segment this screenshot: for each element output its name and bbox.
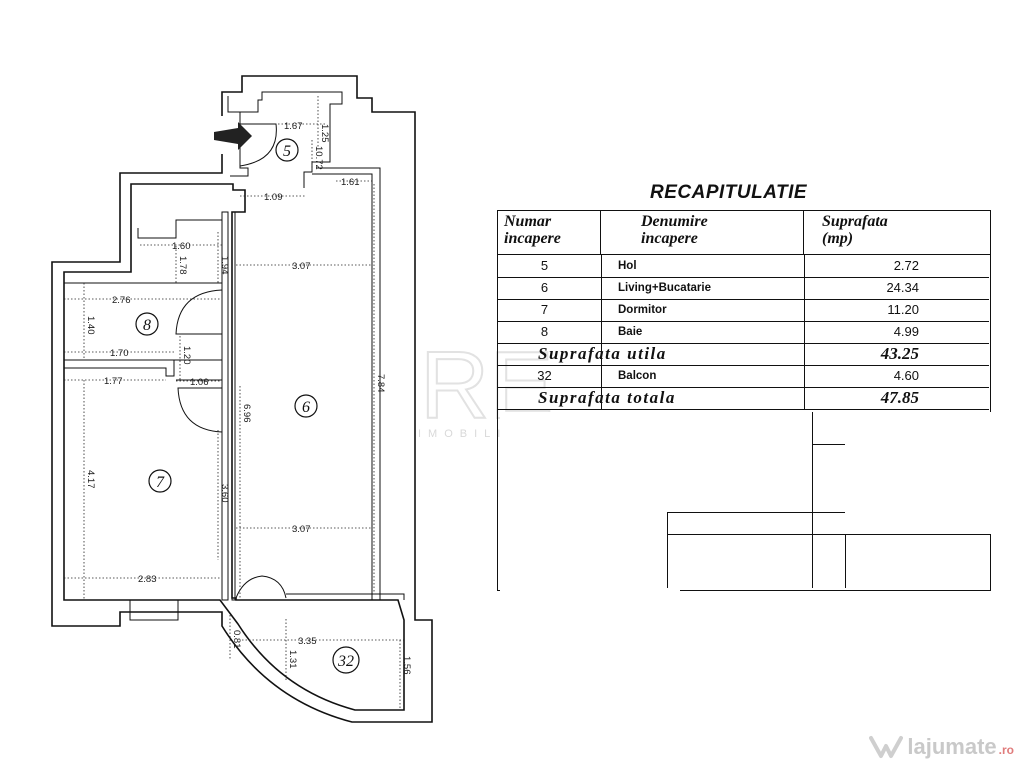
- room-label-6: 6: [294, 394, 318, 418]
- dimension-labels: 1.67 1.25 10.72 1.61 1.09 1.60 1.78 1.94…: [85, 121, 412, 675]
- room-label-7: 7: [148, 469, 172, 493]
- site-tld: .ro: [998, 743, 1014, 757]
- recap-table: Numar incapere Denumire incapere Suprafa…: [497, 210, 991, 591]
- table-divider: [498, 409, 989, 410]
- site-watermark: lajumate.ro: [869, 734, 1014, 760]
- table-divider: [667, 512, 812, 513]
- redaction-box: [524, 640, 980, 740]
- dimension-lines: [64, 96, 404, 710]
- lajumate-logo-icon: [869, 736, 904, 758]
- table-divider: [812, 512, 845, 513]
- dim-7-84: 7.84: [375, 374, 386, 393]
- svg-text:8: 8: [143, 317, 151, 334]
- dim-1-94: 1.94: [219, 256, 230, 275]
- redaction-box: [500, 412, 812, 588]
- redaction-box: [500, 586, 680, 594]
- table-divider: [812, 412, 813, 588]
- dim-2-83: 2.83: [138, 574, 157, 585]
- dim-1-56: 1.56: [401, 656, 412, 675]
- col-separator: [804, 255, 805, 409]
- dim-1-25: 1.25: [319, 124, 330, 143]
- interior-walls: [64, 211, 405, 621]
- redaction-box: [845, 412, 991, 534]
- dim-1-70: 1.70: [110, 348, 129, 359]
- table-divider: [667, 512, 668, 588]
- dim-1-09: 1.09: [264, 192, 283, 203]
- dim-10-72: 10.72: [313, 146, 324, 170]
- entrance-arrow-icon: [210, 116, 252, 154]
- dim-3-35: 3.35: [298, 636, 317, 647]
- dim-1-78: 1.78: [177, 256, 188, 275]
- table-divider: [845, 534, 846, 588]
- dim-1-06: 1.06: [190, 377, 209, 388]
- room-label-8: 8: [135, 312, 159, 336]
- floor-plan: 5 6 7 8 32 1.67 1.25 10.72 1.61 1.09 1.6…: [51, 75, 433, 723]
- col-separator: [601, 255, 602, 409]
- dim-1-61: 1.61: [341, 177, 360, 188]
- dim-3-07-top: 3.07: [292, 261, 311, 272]
- svg-text:5: 5: [283, 143, 291, 160]
- svg-text:32: 32: [337, 653, 354, 670]
- dim-3-07-bottom: 3.07: [292, 524, 311, 535]
- dim-2-76: 2.76: [112, 295, 131, 306]
- site-name: lajumate: [907, 734, 997, 759]
- dim-4-17: 4.17: [85, 470, 96, 489]
- svg-text:6: 6: [302, 399, 310, 416]
- header-room-name: Denumire incapere: [601, 211, 804, 255]
- table-divider: [667, 534, 991, 535]
- dim-1-31: 1.31: [287, 650, 298, 669]
- dim-1-40: 1.40: [85, 316, 96, 335]
- table-divider: [812, 444, 845, 445]
- room-label-32: 32: [332, 646, 360, 674]
- outer-walls: [51, 75, 433, 723]
- room-label-5: 5: [275, 138, 299, 162]
- svg-text:7: 7: [156, 474, 165, 491]
- dim-1-77: 1.77: [104, 376, 123, 387]
- hall-walls: [227, 91, 381, 600]
- dim-6-96: 6.96: [241, 404, 252, 423]
- recap-title: RECAPITULATIE: [650, 182, 808, 203]
- header-room-number: Numar incapere: [498, 211, 601, 255]
- dim-0-81: 0.81: [231, 630, 242, 649]
- dim-3-60: 3.60: [219, 484, 230, 503]
- dim-1-60: 1.60: [172, 241, 191, 252]
- dim-1-67: 1.67: [284, 121, 303, 132]
- dim-1-20: 1.20: [181, 346, 192, 365]
- header-area: Suprafata (mp): [804, 211, 990, 255]
